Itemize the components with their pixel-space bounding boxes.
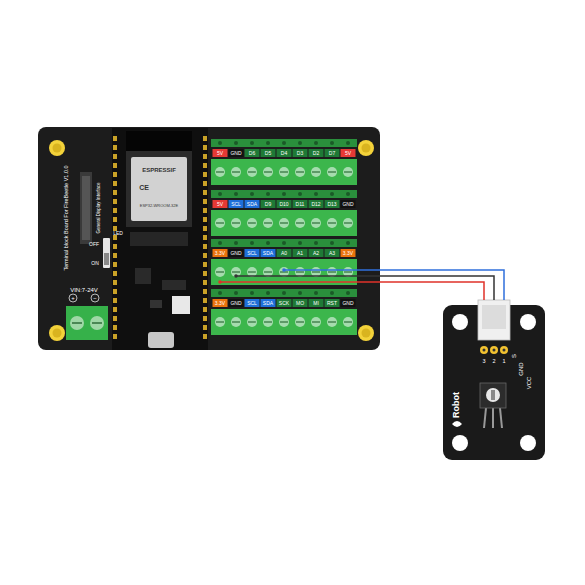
chip — [135, 268, 151, 284]
pin-name: D10 — [277, 200, 292, 208]
switch-state: ON — [91, 261, 99, 266]
pin-name: GND — [229, 149, 244, 157]
firebeetle-board — [112, 128, 208, 350]
chip-brand: ESPRESSIF — [142, 167, 176, 173]
pot-leg — [500, 408, 502, 428]
pin-name: A0 — [277, 249, 292, 257]
pin-name: SCL — [229, 200, 244, 208]
mount-hole — [49, 140, 374, 341]
pin-number: 1 — [502, 359, 505, 365]
pin-name: 3.3V — [341, 249, 356, 257]
polarity-ring — [91, 294, 99, 302]
cert-mark: CE — [139, 184, 149, 191]
pin-name: A3 — [325, 249, 340, 257]
pin-name: SCL — [245, 249, 260, 257]
logo-mark — [452, 421, 462, 427]
pin-name: A2 — [309, 249, 324, 257]
display-connector — [80, 172, 92, 244]
switch-state: OFF — [89, 242, 99, 247]
pin-name: GND — [341, 200, 356, 208]
polarity-ring — [69, 294, 77, 302]
pin-name: D9 — [261, 200, 276, 208]
led-switch — [103, 238, 110, 268]
pin-number: 2 — [492, 359, 495, 365]
pin-name: 5V — [213, 200, 228, 208]
pin-pad — [500, 346, 508, 354]
connector-name: General Display Interface — [97, 183, 102, 234]
sensor-pcb — [443, 305, 545, 460]
pin-name: D13 — [325, 200, 340, 208]
pin-name: 3.3V — [213, 299, 228, 307]
pin-name: RST — [325, 299, 340, 307]
jst-connector — [172, 296, 190, 314]
pin-number: 3 — [482, 359, 485, 365]
pin-name: D4 — [277, 149, 292, 157]
chip — [162, 280, 186, 290]
pin-name: SDA — [261, 249, 276, 257]
wire — [284, 269, 380, 271]
pin-name: SDA — [261, 299, 276, 307]
usb-c — [148, 332, 174, 348]
pin-pad — [480, 346, 488, 354]
pot-leg — [492, 408, 494, 428]
pin-name: D5 — [261, 149, 276, 157]
chip — [150, 300, 162, 308]
power-terminal — [66, 306, 108, 340]
pin-name: SCL — [245, 299, 260, 307]
power-rating: VIN:7-24V — [70, 287, 98, 293]
board-title: Terminal block Board For FireBeetle V1.0… — [64, 165, 70, 270]
pot-leg — [484, 408, 486, 428]
switch-knob — [104, 253, 109, 265]
pin-name: MO — [293, 299, 308, 307]
pin-name: GND — [229, 249, 244, 257]
polarity-sign: − — [93, 295, 97, 301]
pin-name: GND — [518, 362, 524, 375]
pin-name: D6 — [245, 149, 260, 157]
pin-name: S — [511, 354, 517, 358]
gold-pads — [113, 136, 207, 339]
chip — [130, 232, 188, 246]
pot-knob — [486, 388, 500, 402]
potentiometer — [480, 383, 506, 408]
pin-name: VCC — [526, 377, 532, 390]
pin-name: GND — [341, 299, 356, 307]
pin-name: SDA — [245, 200, 260, 208]
chip-model: ESP32-WROOM-32E — [140, 204, 178, 208]
board-pcb — [38, 127, 380, 350]
pin-name: SCK — [277, 299, 292, 307]
wire — [236, 275, 380, 277]
polarity-sign: + — [71, 295, 75, 301]
pin-name: MI — [309, 299, 324, 307]
pin-name: 3.3V — [213, 249, 228, 257]
wire — [220, 281, 380, 283]
antenna — [126, 131, 192, 151]
pin-name: 5V — [341, 149, 356, 157]
shield-can — [131, 157, 187, 221]
pin-name: D7 — [325, 149, 340, 157]
rotation-sensor — [443, 300, 545, 460]
terminal-blocks — [211, 139, 357, 335]
esp-module — [126, 151, 192, 227]
pin-pad — [490, 346, 498, 354]
pin-name: D11 — [293, 200, 308, 208]
display-connector — [82, 176, 90, 240]
brand-logo: Robot — [452, 392, 461, 418]
wire — [380, 270, 504, 300]
pin-name: 5V — [213, 149, 228, 157]
pin-name: D12 — [309, 200, 324, 208]
wire — [380, 282, 484, 300]
pin-name: A1 — [293, 249, 308, 257]
pin-name: GND — [229, 299, 244, 307]
pin-name: D3 — [293, 149, 308, 157]
switch-label: LED — [113, 231, 123, 236]
wire — [380, 276, 494, 300]
pin-name: D2 — [309, 149, 324, 157]
terminal-board — [38, 127, 380, 350]
jst-connector — [478, 300, 510, 340]
terminal-board: Terminal block Board For FireBeetle V1.0… — [38, 127, 380, 350]
